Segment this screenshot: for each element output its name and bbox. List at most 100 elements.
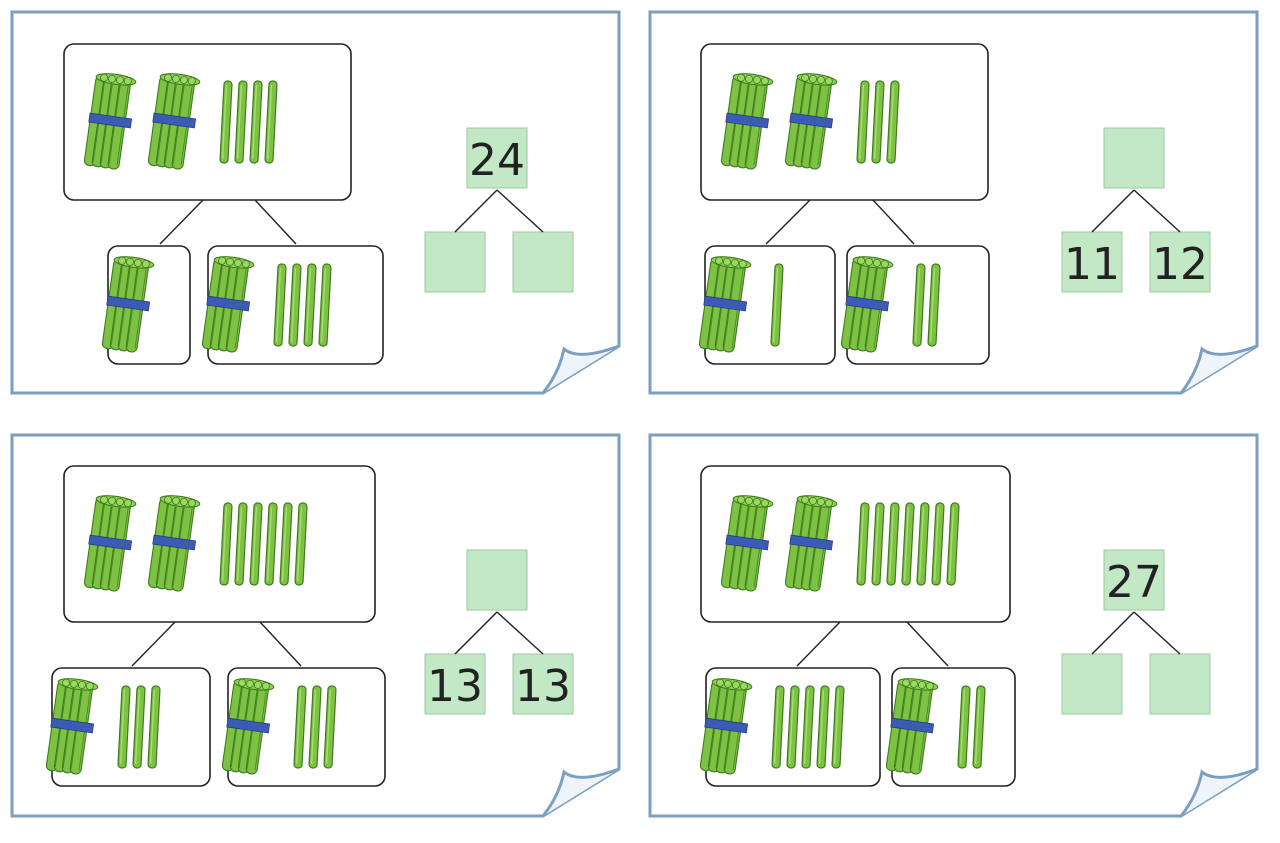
one-stick	[946, 502, 960, 586]
band	[206, 295, 251, 312]
one-stick	[117, 685, 131, 769]
connector-line	[872, 199, 915, 245]
ten-bundle	[101, 256, 155, 353]
one-stick	[816, 685, 830, 769]
number-bond: 27	[1061, 549, 1211, 715]
one-stick	[249, 80, 263, 164]
one-stick	[801, 685, 815, 769]
bond-right-part-value: 12	[1152, 239, 1208, 290]
one-stick	[132, 685, 146, 769]
one-stick	[886, 502, 900, 586]
one-stick	[234, 502, 248, 586]
band	[704, 717, 749, 734]
bond-left-part-value: 11	[1064, 239, 1120, 290]
ten-bundle	[698, 256, 752, 353]
ten-bundle	[885, 678, 939, 775]
one-stick	[219, 80, 233, 164]
bond-whole[interactable]	[1103, 127, 1165, 189]
band	[88, 534, 133, 551]
bond-whole-box[interactable]	[1103, 549, 1165, 611]
bond-whole-box[interactable]	[466, 549, 528, 611]
bond-line-left	[454, 611, 498, 655]
one-stick	[323, 685, 337, 769]
page-curl	[541, 767, 620, 817]
one-stick	[871, 502, 885, 586]
bond-right-part[interactable]	[512, 231, 574, 293]
bond-left-part[interactable]	[1061, 653, 1123, 715]
bond-line-left	[1091, 611, 1135, 655]
bond-left-part[interactable]: 13	[424, 653, 486, 715]
bond-whole-box[interactable]	[466, 127, 528, 189]
bond-right-part-box[interactable]	[512, 653, 574, 715]
one-stick	[318, 263, 332, 347]
connector-line	[796, 621, 841, 667]
bond-right-part-box[interactable]	[512, 231, 574, 293]
worksheet-card-3: 13 13	[10, 433, 621, 818]
bond-left-part-value: 13	[427, 661, 483, 712]
bond-left-part-box[interactable]	[424, 653, 486, 715]
connector-line	[906, 621, 949, 667]
ten-bundle	[720, 495, 774, 592]
part-group-box-2	[840, 245, 990, 365]
page-curl	[1179, 344, 1258, 394]
part-group-box-2	[885, 667, 1016, 787]
one-stick	[219, 502, 233, 586]
bond-left-part[interactable]	[424, 231, 486, 293]
bond-left-part-box[interactable]	[1061, 653, 1123, 715]
bond-line-right	[1133, 611, 1181, 655]
bond-left-part-box[interactable]	[1061, 231, 1123, 293]
bond-whole[interactable]: 24	[466, 127, 528, 189]
bond-right-part-box[interactable]	[1149, 231, 1211, 293]
whole-group-box	[63, 43, 352, 201]
bond-whole[interactable]: 27	[1103, 549, 1165, 611]
connector-line	[159, 199, 204, 245]
number-bond: 13 13	[424, 549, 574, 715]
part-group-box-2	[221, 667, 386, 787]
part-group-box-1	[699, 667, 881, 787]
one-stick	[303, 263, 317, 347]
one-stick	[856, 502, 870, 586]
band	[152, 534, 197, 551]
one-stick	[916, 502, 930, 586]
part-group-box-1	[698, 245, 836, 365]
one-stick	[871, 80, 885, 164]
bond-right-part[interactable]	[1149, 653, 1211, 715]
number-bond: 24	[424, 127, 574, 293]
worksheet-card-1: 24	[10, 10, 621, 395]
ten-bundle	[784, 495, 838, 592]
ten-bundle	[147, 73, 201, 170]
one-stick	[264, 80, 278, 164]
bond-right-part[interactable]: 12	[1149, 231, 1211, 293]
band	[789, 534, 834, 551]
one-stick	[912, 263, 926, 347]
worksheet-card-4: 27	[648, 433, 1259, 818]
bond-whole-box[interactable]	[1103, 127, 1165, 189]
bond-whole-value: 27	[1106, 557, 1162, 608]
bond-right-part-box[interactable]	[1149, 653, 1211, 715]
bond-whole[interactable]	[466, 549, 528, 611]
ten-bundle	[840, 256, 894, 353]
band	[890, 717, 935, 734]
one-stick	[293, 685, 307, 769]
band	[88, 112, 133, 129]
band	[226, 717, 271, 734]
one-stick	[288, 263, 302, 347]
part-group-box-1	[45, 667, 211, 787]
bond-whole-value: 24	[469, 135, 525, 186]
whole-group-box	[700, 43, 989, 201]
bond-left-part[interactable]: 11	[1061, 231, 1123, 293]
ten-bundle	[45, 678, 99, 775]
bond-left-part-box[interactable]	[424, 231, 486, 293]
one-stick	[770, 263, 784, 347]
one-stick	[249, 502, 263, 586]
worksheet-card-2: 11 12	[648, 10, 1259, 395]
whole-group-box	[700, 465, 1011, 623]
ten-bundle	[201, 256, 255, 353]
band	[845, 295, 890, 312]
ten-bundle	[720, 73, 774, 170]
one-stick	[786, 685, 800, 769]
bond-right-part[interactable]: 13	[512, 653, 574, 715]
one-stick	[856, 80, 870, 164]
one-stick	[957, 685, 971, 769]
